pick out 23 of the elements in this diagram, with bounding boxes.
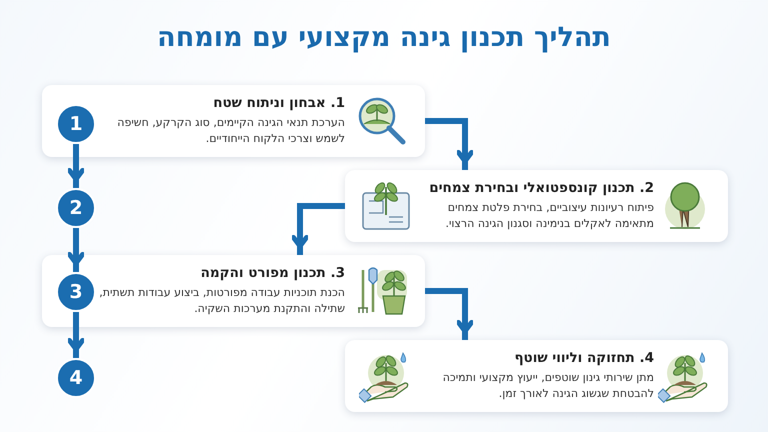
step-description: מתן שירותי גינון שוטפים, ייעוץ מקצועי ותמיכה להבטחת שגשוג הגינה לאורך זמן. <box>442 370 654 402</box>
arrow <box>66 144 86 188</box>
arrow <box>66 228 86 272</box>
step-card <box>345 340 728 412</box>
step-number-circle: 4 <box>56 358 96 398</box>
arrow <box>290 203 345 255</box>
step-heading: 4. תחזוקה וליווי שוטף <box>513 350 654 366</box>
arrow <box>66 312 86 358</box>
step-number-circle: 3 <box>56 272 96 312</box>
step-heading: 2. תכנון קונספטואלי ובחירת צמחים <box>428 180 654 196</box>
step-heading: 3. תכנון מפורט והקמה <box>200 265 345 281</box>
step-card <box>345 170 728 242</box>
step-description: הערכת תנאי הגינה הקיימים, סוג הקרקע, חשיפה לשמש וצרכי הלקוח הייחודיים. <box>116 115 345 147</box>
step-card <box>42 85 425 157</box>
step-description: הכנת תוכניות עבודה מפורטות, ביצוע עבודות תשתית, שתילה והתקנת מערכות השקיה. <box>98 285 345 317</box>
arrow <box>425 118 474 170</box>
title: תהליך תכנון גינה מקצועי עם מומחה <box>156 22 612 53</box>
step-number-circle: 2 <box>56 188 96 228</box>
arrow <box>425 288 474 340</box>
step-number-circle: 1 <box>56 104 96 144</box>
step-card <box>42 255 425 327</box>
step-heading: 1. אבחון וניתוח שטח <box>212 95 345 111</box>
step-description: פיתוח רעיונות עיצוביים, בחירת פלטת צמחים מתאימה לאקלים בנימינה וסגנון הגינה הרצוי. <box>444 200 654 232</box>
